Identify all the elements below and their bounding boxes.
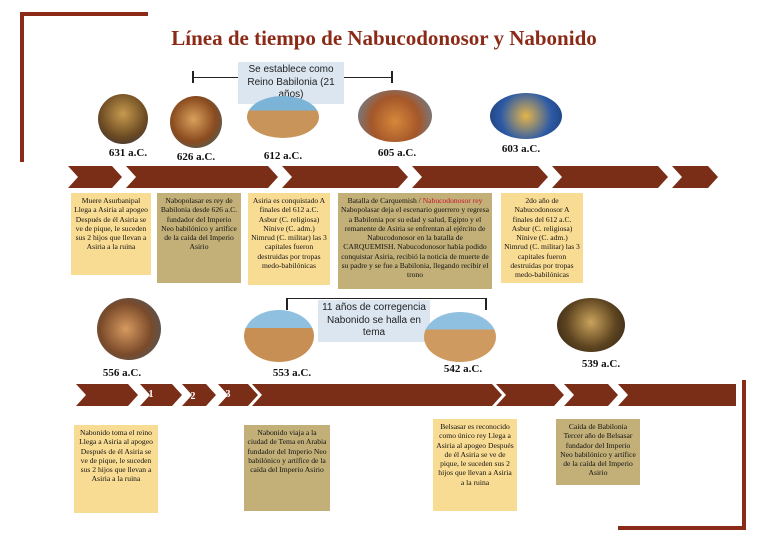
corner-frame-bottom-right <box>618 526 746 530</box>
band-segment <box>412 166 548 188</box>
event-card: Nabonido toma el reino Llega a Asiria al… <box>74 425 158 513</box>
belsasar-image <box>424 312 496 362</box>
top-span-bracket-right <box>391 71 393 83</box>
band-segment <box>672 166 718 188</box>
top-span-bracket-left <box>192 71 194 83</box>
band-segment <box>68 166 122 188</box>
bottom-span-bracket-right <box>485 298 487 310</box>
band-segment <box>496 384 564 406</box>
bottom-span-bracket-left <box>286 298 288 310</box>
battle-card: Batalla de Carquemish / Nabucodonosor re… <box>338 193 492 289</box>
page-title: Línea de tiempo de Nabucodonosor y Nabon… <box>171 26 597 50</box>
band-segment <box>140 384 182 406</box>
band-number: 2 <box>190 391 196 402</box>
battle-card-highlight: Nabucodonosor rey <box>422 196 483 205</box>
battle-card-body: Nabopolasar deja el escenario guerrero y… <box>341 205 490 279</box>
year-label: 631 a.C. <box>108 147 148 159</box>
band-segment <box>252 384 502 406</box>
band-segment <box>618 384 736 406</box>
year-label: 605 a.C. <box>377 147 417 159</box>
band-segment <box>552 166 668 188</box>
event-card: Nabopolasar es rey de Babilonia desde 62… <box>157 193 241 283</box>
corner-frame-bottom-right-vertical <box>742 380 746 530</box>
band-number: 1 <box>148 389 154 400</box>
year-label: 603 a.C. <box>501 143 541 155</box>
event-card: Belsasar es reconocido como único rey Ll… <box>433 419 517 511</box>
year-label: 612 a.C. <box>263 150 303 162</box>
event-card: Muere Asurbanipal Llega a Asiria al apog… <box>71 193 151 275</box>
year-label: 556 a.C. <box>102 367 142 379</box>
corner-frame-top-left-vertical <box>20 12 24 162</box>
band-number: 3 <box>225 389 231 400</box>
event-card: 2do año de Nabucodonosor A finales del 6… <box>501 193 583 283</box>
event-card: Nabonido viaja a la ciudad de Tema en Ar… <box>244 425 330 511</box>
year-label: 553 a.C. <box>272 367 312 379</box>
band-segment <box>282 166 408 188</box>
bottom-span-label: 11 años de corregencia Nabonido se halla… <box>318 300 430 342</box>
event-card: Caída de Babilonia Tercer año de Belsasa… <box>556 419 640 485</box>
nabopolasar-image <box>170 96 222 148</box>
event-card: Asiria es conquistado A finales del 612 … <box>248 193 330 285</box>
corner-frame-top-left <box>20 12 148 16</box>
babylon-image <box>490 93 562 139</box>
bottom-timeline-band <box>76 384 736 406</box>
bottom-span-bracket <box>286 298 486 299</box>
nineveh-image <box>247 96 319 138</box>
band-segment <box>564 384 618 406</box>
nabonido-image <box>97 298 161 360</box>
year-label: 626 a.C. <box>176 151 216 163</box>
tema-city-image <box>244 310 314 362</box>
carchemish-battle-image <box>358 90 432 142</box>
band-segment <box>218 384 258 406</box>
fall-of-babylon-image <box>557 298 625 352</box>
top-timeline-band <box>68 166 718 188</box>
asurbanipal-image <box>98 94 148 144</box>
year-label: 539 a.C. <box>581 358 621 370</box>
band-segment <box>126 166 278 188</box>
year-label: 542 a.C. <box>443 363 483 375</box>
band-segment <box>76 384 138 406</box>
band-segment <box>182 384 216 406</box>
battle-card-head: Batalla de Carquemish / <box>347 196 423 205</box>
